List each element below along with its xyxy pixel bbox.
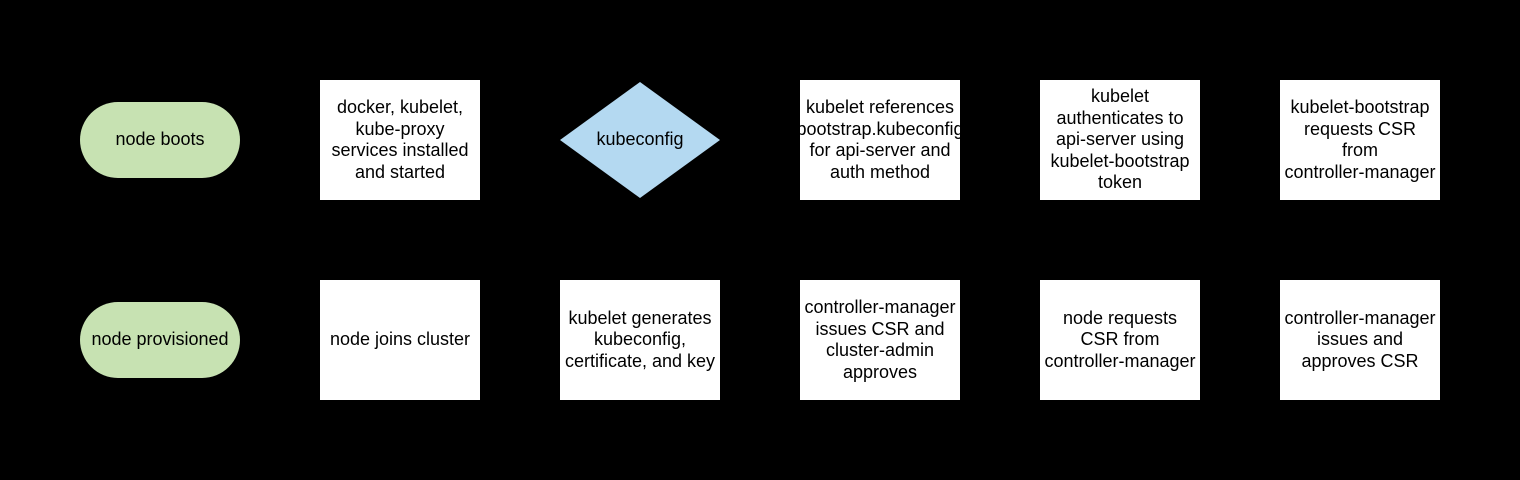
terminator-node-boots: node boots [80,102,240,178]
process-controller-manager-issues-and-approves-csr: controller-manager issues and approves C… [1280,280,1440,400]
node-label: node requests CSR from controller-manage… [1044,307,1196,371]
node-label: controller-manager issues CSR and cluste… [804,297,956,382]
process-kubelet-references-bootstrap-kubeconfig: kubelet references bootstrap.kubeconfig … [796,80,964,200]
node-label: node provisioned [91,329,229,350]
terminator-node-provisioned: node provisioned [80,302,240,378]
process-kubelet-bootstrap-requests-csr: kubelet-bootstrap requests CSR from cont… [1280,80,1440,200]
node-label: docker, kubelet, kube-proxy services ins… [331,97,469,182]
decision-kubeconfig: kubeconfig [560,82,720,198]
node-label: node joins cluster [329,329,471,350]
node-label: kubeconfig [596,129,684,150]
node-label: kubelet generates kubeconfig, certificat… [564,307,716,371]
node-label: node boots [115,129,205,150]
node-label: controller-manager issues and approves C… [1284,307,1436,371]
node-label: kubelet references bootstrap.kubeconfig … [796,97,964,182]
process-kubelet-authenticates-to-api-server: kubelet authenticates to api-server usin… [1040,80,1200,200]
node-label: kubelet authenticates to api-server usin… [1050,86,1190,193]
process-services-installed: docker, kubelet, kube-proxy services ins… [320,80,480,200]
process-node-joins-cluster: node joins cluster [320,280,480,400]
node-label: kubelet-bootstrap requests CSR from cont… [1284,97,1436,182]
process-kubelet-generates-kubeconfig: kubelet generates kubeconfig, certificat… [560,280,720,400]
process-node-requests-csr: node requests CSR from controller-manage… [1040,280,1200,400]
process-controller-manager-issues-csr-cluster-admin-approves: controller-manager issues CSR and cluste… [800,280,960,400]
